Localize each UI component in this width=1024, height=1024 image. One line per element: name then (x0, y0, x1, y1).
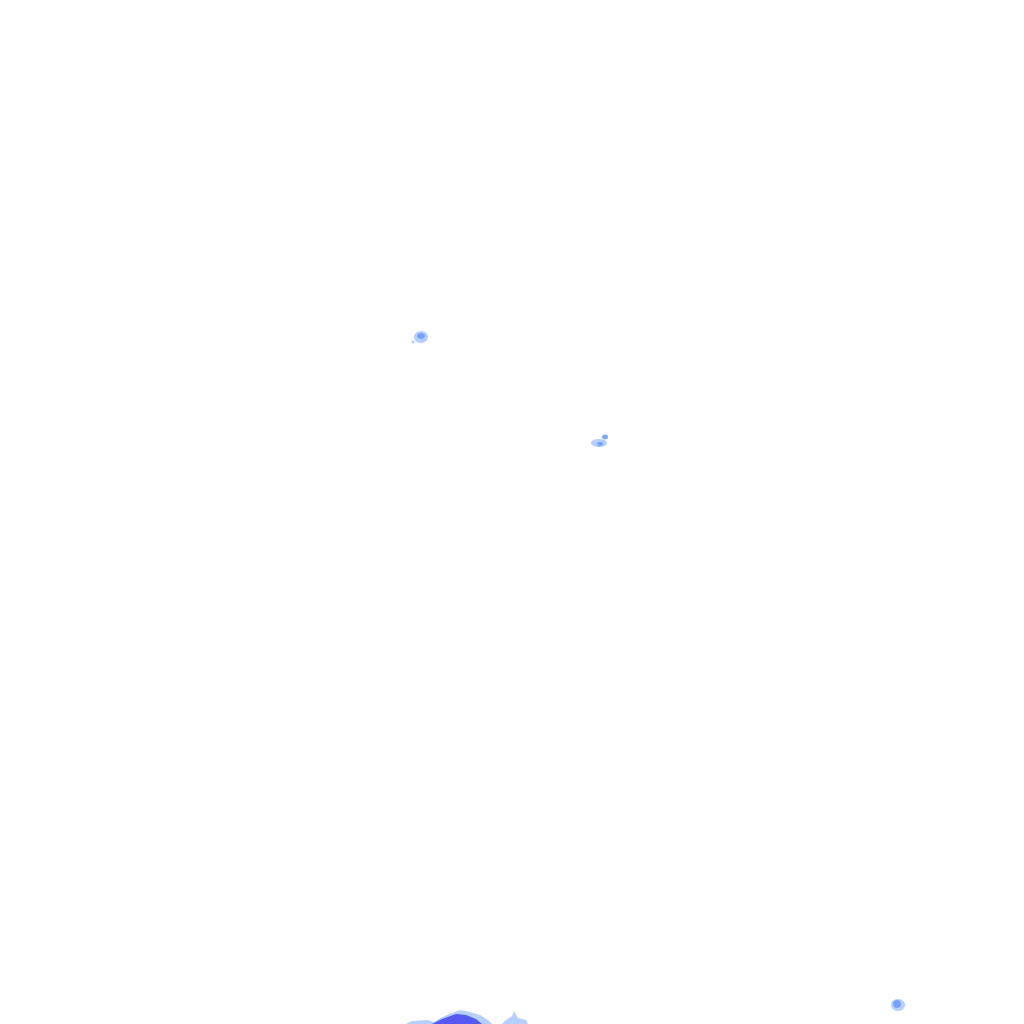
precip-band-south (406, 1010, 528, 1024)
precip-cell-southeast (891, 999, 905, 1011)
precip-cell-center (591, 434, 608, 447)
precip-cell-north (411, 331, 428, 344)
